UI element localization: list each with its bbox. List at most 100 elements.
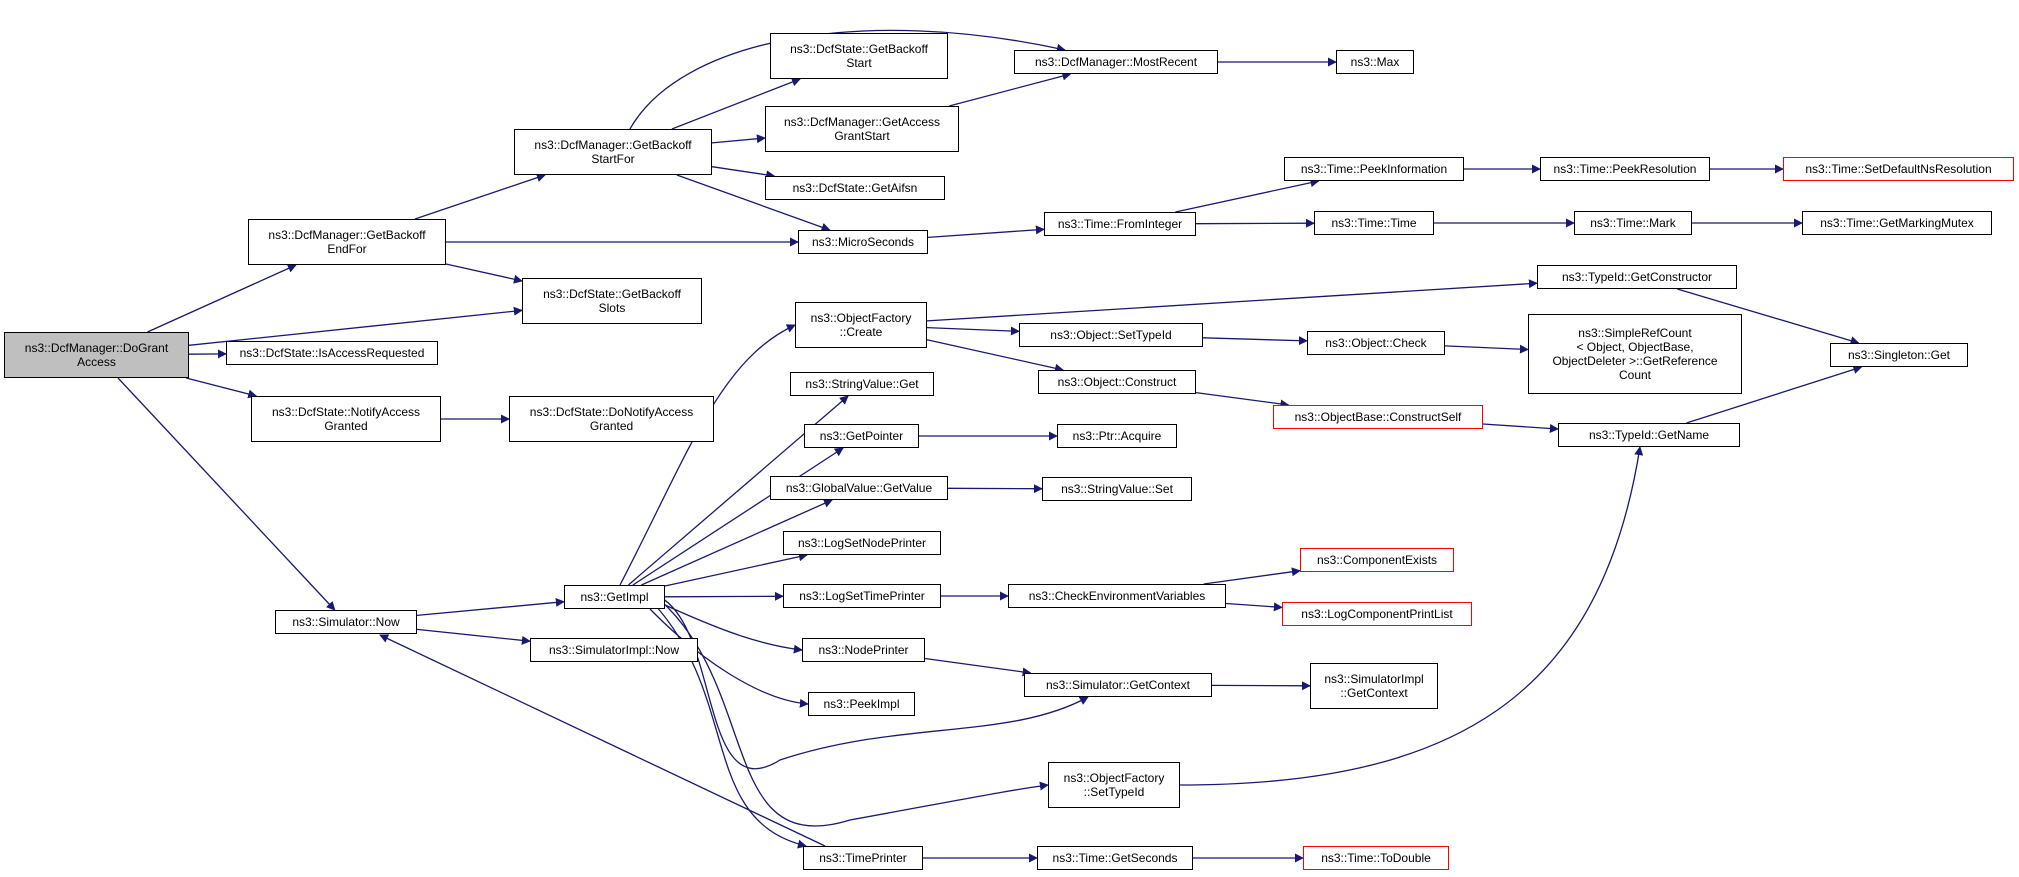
graph-node-label-line: ns3::ObjectFactory: [1063, 771, 1165, 785]
graph-node[interactable]: ns3::ObjectFactory::Create: [795, 302, 927, 348]
graph-node[interactable]: ns3::TypeId::GetName: [1558, 423, 1740, 447]
graph-node-label-line: ns3::Time::SetDefaultNsResolution: [1805, 162, 1992, 176]
graph-node[interactable]: ns3::SimulatorImpl::Now: [530, 638, 698, 662]
graph-node-label-line: ns3::DcfManager::GetBackoff: [534, 138, 692, 152]
graph-node[interactable]: ns3::NodePrinter: [802, 638, 925, 662]
call-edge: [414, 173, 546, 220]
graph-node[interactable]: ns3::Max: [1336, 50, 1414, 74]
graph-node[interactable]: ns3::Simulator::Now: [275, 610, 417, 634]
graph-node-label-line: ns3::Time::FromInteger: [1057, 217, 1183, 231]
graph-node[interactable]: ns3::Object::Construct: [1038, 370, 1196, 394]
graph-node-label-line: ns3::Object::SetTypeId: [1050, 328, 1172, 342]
graph-node-label-line: ns3::DcfManager::MostRecent: [1034, 55, 1198, 69]
graph-node-label: ns3::DcfManager::MostRecent: [1035, 55, 1197, 69]
graph-node[interactable]: ns3::SimpleRefCount< Object, ObjectBase,…: [1528, 314, 1742, 394]
graph-node-label-line: ::SetTypeId: [1083, 785, 1145, 799]
graph-node-label-line: ns3::DcfState::GetBackoff: [790, 42, 928, 56]
graph-node[interactable]: ns3::Time::GetSeconds: [1037, 846, 1193, 870]
graph-node[interactable]: ns3::PeekImpl: [808, 692, 915, 716]
graph-node[interactable]: ns3::StringValue::Set: [1042, 477, 1192, 501]
graph-node-label-line: ns3::TypeId::GetName: [1588, 428, 1710, 442]
call-edge: [1202, 336, 1308, 346]
graph-node[interactable]: ns3::Object::SetTypeId: [1019, 323, 1203, 347]
graph-node-label: ns3::Time::FromInteger: [1058, 217, 1182, 231]
graph-node[interactable]: ns3::Time::GetMarkingMutex: [1802, 211, 1992, 235]
graph-node-label-line: ns3::LogSetNodePrinter: [797, 536, 927, 550]
graph-node-label-line: ns3::Singleton::Get: [1847, 348, 1951, 362]
graph-node[interactable]: ns3::DcfState::IsAccessRequested: [226, 341, 438, 365]
graph-node[interactable]: ns3::SimulatorImpl::GetContext: [1310, 663, 1438, 709]
graph-node[interactable]: ns3::DcfManager::MostRecent: [1014, 50, 1218, 74]
graph-node[interactable]: ns3::GetImpl: [564, 585, 665, 609]
call-edge: [927, 225, 1045, 239]
graph-node[interactable]: ns3::DcfState::GetAifsn: [765, 176, 945, 200]
graph-node-label: ns3::PeekImpl: [823, 697, 899, 711]
graph-node-label-line: Slots: [598, 301, 626, 315]
graph-node-label-line: ns3::NodePrinter: [818, 643, 909, 657]
graph-node-label-line: ns3::DcfManager::GetBackoff: [268, 228, 426, 242]
graph-node[interactable]: ns3::StringValue::Get: [790, 372, 934, 396]
graph-node[interactable]: ns3::ObjectFactory::SetTypeId: [1048, 762, 1180, 808]
graph-node[interactable]: ns3::MicroSeconds: [798, 230, 928, 254]
graph-node-label-line: ns3::SimulatorImpl: [1324, 672, 1424, 686]
call-edge: [659, 599, 1049, 827]
call-edge: [1203, 567, 1301, 585]
graph-node[interactable]: ns3::Time::PeekInformation: [1284, 157, 1464, 181]
graph-node[interactable]: ns3::Time::ToDouble: [1303, 846, 1449, 870]
graph-node[interactable]: ns3::CheckEnvironmentVariables: [1008, 584, 1226, 608]
graph-node-label-line: < Object, ObjectBase,: [1576, 340, 1694, 354]
graph-node[interactable]: ns3::Time::Time: [1314, 211, 1434, 235]
graph-node[interactable]: ns3::GetPointer: [804, 424, 919, 448]
graph-node[interactable]: ns3::Time::PeekResolution: [1540, 157, 1710, 181]
graph-node-label-line: ns3::Object::Construct: [1057, 375, 1177, 389]
graph-node[interactable]: ns3::Time::FromInteger: [1044, 212, 1196, 236]
graph-node-label-line: ns3::StringValue::Get: [805, 377, 919, 391]
graph-node[interactable]: ns3::Singleton::Get: [1830, 343, 1968, 367]
graph-node[interactable]: ns3::Simulator::GetContext: [1024, 673, 1212, 697]
call-edge: [619, 324, 796, 586]
graph-node[interactable]: ns3::LogComponentPrintList: [1282, 602, 1472, 626]
graph-node-label-line: ns3::DcfState::GetBackoff: [543, 287, 681, 301]
graph-node-label-line: ns3::MicroSeconds: [811, 235, 915, 249]
graph-node-label-line: ns3::PeekImpl: [823, 697, 900, 711]
graph-node[interactable]: ns3::Time::SetDefaultNsResolution: [1783, 157, 2014, 181]
graph-node[interactable]: ns3::TypeId::GetConstructor: [1537, 265, 1737, 289]
call-edge: [147, 264, 297, 333]
call-edge: [711, 134, 766, 144]
graph-node[interactable]: ns3::ComponentExists: [1300, 548, 1454, 572]
graph-node[interactable]: ns3::LogSetNodePrinter: [783, 531, 941, 555]
graph-node-label-line: ns3::Max: [1350, 55, 1400, 69]
graph-node-label-line: ns3::GetImpl: [580, 590, 649, 604]
call-edge: [186, 377, 258, 399]
graph-node-label: ns3::GlobalValue::GetValue: [786, 481, 932, 495]
graph-node-label: ns3::Simulator::Now: [292, 615, 399, 629]
graph-node[interactable]: ns3::GlobalValue::GetValue: [770, 476, 948, 500]
graph-node[interactable]: ns3::Ptr::Acquire: [1057, 424, 1177, 448]
graph-node[interactable]: ns3::Object::Check: [1307, 331, 1445, 355]
graph-node[interactable]: ns3::ObjectBase::ConstructSelf: [1273, 405, 1483, 429]
graph-node-label-line: ns3::DcfState::DoNotifyAccess: [529, 405, 694, 419]
graph-node-label-line: ns3::DcfState::IsAccessRequested: [239, 346, 425, 360]
call-edge: [1225, 602, 1283, 612]
graph-node-label: ns3::SimulatorImpl::GetContext: [1324, 672, 1423, 700]
graph-node[interactable]: ns3::LogSetTimePrinter: [783, 584, 941, 608]
graph-node-label: ns3::Time::PeekInformation: [1301, 162, 1447, 176]
graph-node[interactable]: ns3::TimePrinter: [803, 846, 923, 870]
call-edge: [664, 591, 784, 601]
graph-node-label-line: ns3::CheckEnvironmentVariables: [1028, 589, 1206, 603]
call-edge: [1686, 365, 1863, 424]
call-edge: [664, 552, 808, 587]
graph-node-label: ns3::LogSetNodePrinter: [798, 536, 926, 550]
graph-node-label-line: ns3::Time::ToDouble: [1321, 851, 1431, 865]
graph-node[interactable]: ns3::Time::Mark: [1574, 211, 1692, 235]
graph-node-label-line: ns3::ComponentExists: [1316, 553, 1438, 567]
